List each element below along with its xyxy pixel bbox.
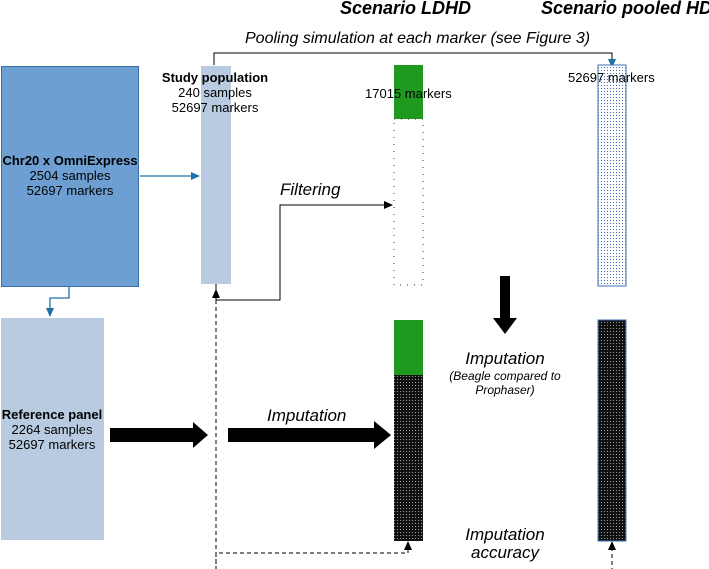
filtering-arrow bbox=[215, 201, 393, 301]
imputation-right-sub2: Prophaser) bbox=[475, 383, 535, 397]
reference-markers: 52697 markers bbox=[8, 437, 96, 452]
study-title: Study population bbox=[161, 70, 269, 85]
chr20-markers: 52697 markers bbox=[26, 183, 114, 198]
ldhd-markers-label: 17015 markers bbox=[365, 86, 452, 101]
chr20-to-reference-arrow bbox=[46, 287, 70, 317]
study-population-bar bbox=[201, 66, 231, 284]
imputation-right-title: Imputation bbox=[465, 349, 545, 368]
scenario-ldhd-heading: Scenario LDHD bbox=[340, 0, 472, 18]
imputation-left-label: Imputation bbox=[267, 406, 347, 425]
ldhd-markers-bar bbox=[394, 65, 423, 119]
pooled-lower-dense bbox=[597, 319, 627, 542]
study-to-ldhd-big-arrow bbox=[228, 421, 391, 449]
pooled-dotted-bar bbox=[597, 64, 627, 287]
filtering-label: Filtering bbox=[280, 180, 341, 199]
reference-text: Reference panel 2264 samples 52697 marke… bbox=[0, 407, 110, 452]
study-markers: 52697 markers bbox=[171, 100, 259, 115]
pooled-markers-label: 52697 markers bbox=[568, 70, 655, 85]
pooled-down-big-arrow bbox=[493, 276, 517, 334]
study-text: Study population 240 samples 52697 marke… bbox=[155, 70, 275, 115]
reference-to-study-big-arrow bbox=[110, 422, 208, 448]
reference-panel-box bbox=[1, 318, 104, 540]
accuracy-line2: accuracy bbox=[470, 543, 540, 562]
reference-samples: 2264 samples bbox=[11, 422, 93, 437]
chr20-box bbox=[1, 66, 139, 287]
ldhd-lower-dense bbox=[394, 375, 423, 541]
accuracy-block: Imputation accuracy bbox=[440, 526, 570, 562]
imputation-right-block: Imputation (Beagle compared to Prophaser… bbox=[440, 349, 570, 397]
study-samples: 240 samples bbox=[178, 85, 252, 100]
ldhd-lower-green bbox=[394, 320, 423, 375]
chr20-text: Chr20 x OmniExpress 2504 samples 52697 m… bbox=[1, 153, 139, 198]
pooling-arrow bbox=[213, 52, 616, 68]
ldhd-dotted-bar bbox=[393, 118, 424, 286]
accuracy-line1: Imputation bbox=[465, 525, 545, 544]
imputation-right-sub1: (Beagle compared to bbox=[449, 369, 561, 383]
chr20-samples: 2504 samples bbox=[29, 168, 111, 183]
accuracy-dashed-ldhd bbox=[215, 541, 412, 564]
scenario-pooled-heading: Scenario pooled HD bbox=[541, 0, 709, 18]
chr20-title: Chr20 x OmniExpress bbox=[2, 153, 138, 168]
reference-title: Reference panel bbox=[1, 407, 103, 422]
pooling-label: Pooling simulation at each marker (see F… bbox=[245, 30, 591, 47]
